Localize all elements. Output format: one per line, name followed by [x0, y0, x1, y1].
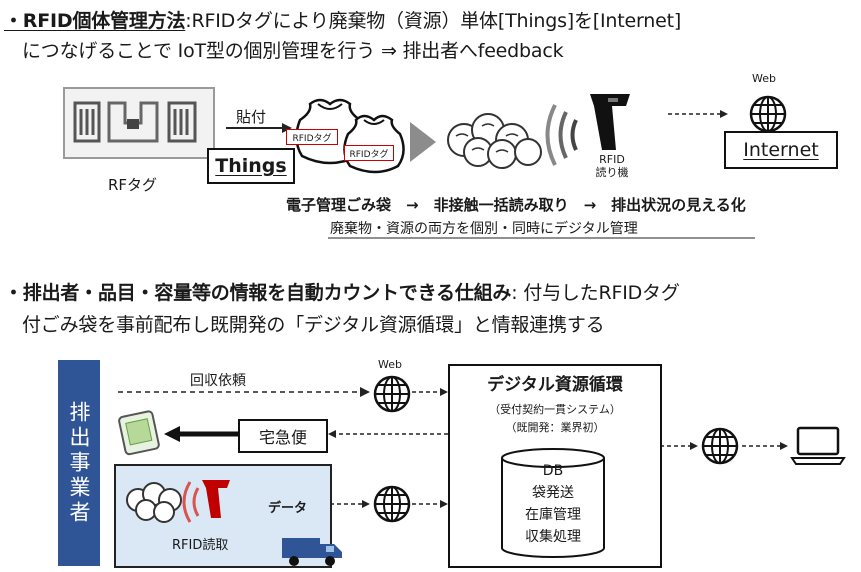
system-box: デジタル資源循環 （受付契約一貫システム） （既開発：業界初） DB 袋発送 在…	[448, 364, 662, 568]
reader-label-line1: RFID	[599, 153, 625, 166]
section1-heading: ・RFID個体管理方法:RFIDタグにより廃棄物（資源）単体[Things]を[…	[4, 6, 681, 33]
globe-icon	[373, 375, 411, 413]
delivery-label: 宅急便	[258, 428, 307, 447]
truck-icon	[282, 538, 342, 566]
section1-heading-line2: につなげることで IoT型の個別管理を行う ⇒ 排出者へfeedback	[22, 40, 564, 62]
rfid-read-label: RFID読取	[172, 538, 229, 553]
bag-tag-label-1: RFIDタグ	[286, 129, 338, 145]
emitter-box: 排出事業者	[58, 360, 100, 566]
system-title: デジタル資源循環	[487, 375, 623, 395]
flow-line: 電子管理ごみ袋 → 非接触一括読み取り → 排出状況の見える化	[286, 196, 746, 214]
globe-icon	[701, 427, 739, 465]
process-arrow-icon	[410, 122, 436, 162]
radio-wave-icon	[182, 481, 200, 523]
bag-pile-icon	[126, 482, 182, 523]
tablet-icon	[118, 410, 160, 456]
request-label: 回収依頼	[190, 373, 246, 389]
rfid-reader-icon	[202, 480, 230, 518]
section1-heading-rest: :RFIDタグにより廃棄物（資源）単体[Things]を[Internet]	[185, 10, 682, 32]
globe-icon	[749, 95, 787, 133]
internet-label: Internet	[743, 139, 819, 161]
flow-subline: 廃棄物・資源の両方を個別・同時にデジタル管理	[330, 221, 638, 237]
delivery-box: 宅急便	[238, 419, 328, 453]
rf-antenna-icon	[73, 101, 197, 143]
web-label-top: Web	[752, 72, 776, 85]
system-sub1: （受付契約一貫システム）	[489, 403, 621, 416]
section2-heading-rest: : 付与したRFIDタグ	[511, 282, 680, 304]
db-item: 袋発送	[532, 485, 574, 501]
data-label: データ	[268, 501, 308, 516]
things-label: Things	[215, 155, 287, 177]
section2-heading-line2: 付ごみ袋を事前配布し既開発の「デジタル資源循環」と情報連携する	[22, 314, 605, 336]
bag-tag-label-2: RFIDタグ	[344, 145, 394, 161]
internet-box: Internet	[724, 131, 838, 169]
globe-icon	[373, 485, 411, 523]
db-item: 収集処理	[525, 529, 581, 545]
attach-label: 貼付	[236, 108, 267, 126]
section2-heading-bold: ・排出者・品目・容量等の情報を自動カウントできる仕組み	[4, 282, 512, 304]
reader-label: RFID 読り機	[594, 153, 630, 179]
rf-tag-graphic	[63, 87, 215, 159]
reader-label-line2: 読り機	[595, 166, 629, 179]
db-items: DB 袋発送 在庫管理 収集処理	[498, 460, 608, 548]
database-icon	[501, 448, 605, 558]
section1-heading-bold: ・RFID個体管理方法	[4, 10, 186, 32]
web-label-bottom: Web	[378, 358, 402, 371]
bag-pile-icon	[447, 113, 542, 169]
system-sub2: （既開発：業界初）	[505, 421, 605, 434]
section2-heading: ・排出者・品目・容量等の情報を自動カウントできる仕組み: 付与したRFIDタグ	[4, 278, 680, 305]
laptop-icon	[790, 426, 846, 465]
db-item: DB	[542, 463, 564, 479]
rf-tag-label: RFタグ	[108, 176, 158, 194]
things-box: Things	[207, 148, 295, 184]
rfid-reader-icon	[590, 94, 630, 150]
db-item: 在庫管理	[525, 507, 581, 523]
